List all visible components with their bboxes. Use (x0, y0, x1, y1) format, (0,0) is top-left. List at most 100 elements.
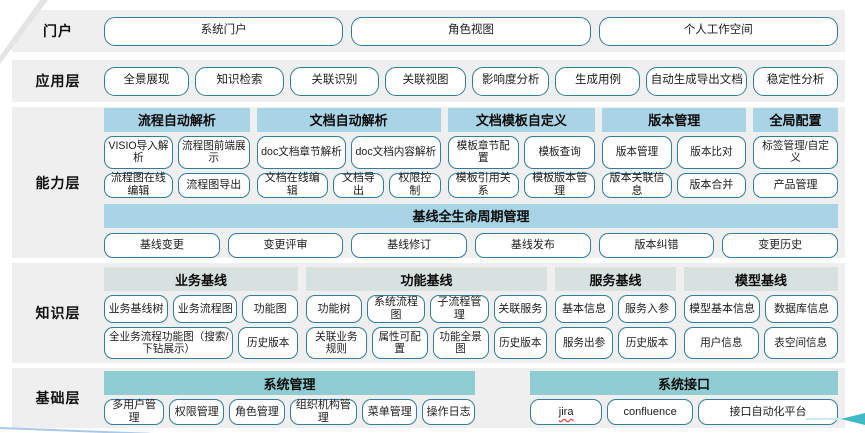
item-box: 历史版本 (618, 327, 676, 359)
layer-band-application: 应用层 全景展现 知识检索 关联识别 关联视图 影响度分析 生成用例 自动生成导… (12, 60, 845, 102)
layer-band-capability: 能力层 流程自动解析 VISIO导入解析 流程图前端展示 流程图在线编辑 流程图… (12, 107, 845, 258)
group-header: 全局配置 (753, 107, 838, 132)
left-arrow-icon (841, 413, 865, 425)
item-box: 知识检索 (195, 66, 284, 96)
item-box: 基线变更 (104, 232, 220, 258)
item-box: 基本信息 (555, 295, 613, 323)
item-box: 流程图在线编辑 (104, 172, 173, 198)
item-box: 用户信息 (684, 327, 759, 359)
item-box: 菜单管理 (362, 399, 418, 425)
item-box: 操作日志 (422, 399, 476, 425)
item-box: 变更评审 (227, 232, 344, 258)
item-box: 标签管理/自定义 (753, 135, 838, 169)
item-box: 版本纠错 (598, 232, 715, 258)
item-box: 属性可配置 (371, 327, 428, 359)
item-box: 版本关联信息 (602, 172, 672, 198)
knowledge-group: 服务基线 基本信息 服务入参 服务出参 历史版本 (555, 267, 676, 359)
item-box: 模板章节配置 (447, 135, 519, 169)
item-box: 服务出参 (555, 327, 613, 359)
layer-label: 基础层 (35, 390, 81, 406)
item-box: 组织机构管理 (289, 399, 358, 425)
layer-band-foundation: 基础层 系统管理 多用户管理 权限管理 角色管理 组织机构管理 菜单管理 操作日… (12, 368, 845, 428)
item-box: 子流程管理 (430, 295, 489, 323)
capability-group: 版本管理 版本管理 版本比对 版本关联信息 版本合并 (602, 107, 747, 198)
item-box: 功能图 (242, 295, 298, 323)
capability-group: 文档自动解析 doc文档章节解析 doc文档内容解析 文档在线编辑 文档导出 权… (256, 107, 441, 198)
item-box: 业务基线树 (104, 295, 169, 323)
item-box: 影响度分析 (472, 66, 550, 96)
layer-band-knowledge: 知识层 业务基线 业务基线树 业务流程图 功能图 全业务流程功能图（搜索/下钻展… (12, 263, 845, 363)
item-box: 流程图导出 (177, 172, 250, 198)
knowledge-group: 功能基线 功能树 系统流程图 子流程管理 关联服务 关联业务规则 属性可配置 功… (306, 267, 547, 359)
item-box: 功能树 (306, 295, 362, 323)
item-box: 产品管理 (753, 172, 838, 198)
item-box: 历史版本 (238, 327, 298, 359)
item-box: 版本比对 (676, 135, 747, 169)
knowledge-group: 业务基线 业务基线树 业务流程图 功能图 全业务流程功能图（搜索/下钻展示） 历… (104, 267, 298, 359)
item-box-jira: jira (530, 399, 603, 425)
item-box: 模板查询 (523, 135, 596, 169)
item-box: 基线发布 (475, 232, 591, 258)
item-box: 自动生成导出文档 (646, 66, 747, 96)
item-box: 权限控制 (389, 172, 441, 198)
item-box: 表空间信息 (763, 327, 838, 359)
layer-label: 知识层 (35, 305, 81, 321)
capability-group: 文档模板自定义 模板章节配置 模板查询 模板引用关系 模板版本管理 (447, 107, 596, 198)
item-box: 权限管理 (169, 399, 225, 425)
group-header: 文档自动解析 (256, 107, 441, 132)
item-box: 生成用例 (555, 66, 641, 96)
item-box: 文档在线编辑 (256, 172, 328, 198)
bottom-right-accent-line (806, 418, 865, 420)
group-header: 业务基线 (104, 267, 298, 291)
item-box: 关联业务规则 (306, 327, 367, 359)
group-header: 模型基线 (684, 267, 838, 291)
knowledge-group: 模型基线 模型基本信息 数据库信息 用户信息 表空间信息 (684, 267, 838, 359)
item-box: 模型基本信息 (684, 295, 761, 323)
item-box: 全业务流程功能图（搜索/下钻展示） (104, 327, 234, 359)
baseline-header: 基线全生命周期管理 (104, 203, 838, 228)
item-box: doc文档章节解析 (256, 135, 347, 169)
corner-cut-shape (0, 0, 40, 56)
item-box: 版本管理 (602, 135, 672, 169)
item-box: 模板引用关系 (447, 172, 519, 198)
group-header: 服务基线 (555, 267, 676, 291)
item-box: 角色管理 (229, 399, 285, 425)
jira-label: jira (558, 405, 574, 418)
item-box: 接口自动化平台 (698, 399, 838, 425)
item-box: 历史版本 (493, 327, 547, 359)
item-box: 关联服务 (493, 295, 547, 323)
item-box: 服务入参 (618, 295, 676, 323)
item-box: 角色视图 (351, 16, 591, 46)
foundation-group: 系统管理 多用户管理 权限管理 角色管理 组织机构管理 菜单管理 操作日志 (104, 371, 476, 425)
item-box: 文档导出 (332, 172, 385, 198)
item-box: doc文档内容解析 (351, 135, 441, 169)
item-box: 变更历史 (722, 232, 839, 258)
item-box: 基线修订 (351, 232, 468, 258)
group-header: 系统管理 (104, 371, 475, 395)
group-header: 流程自动解析 (104, 107, 250, 132)
capability-group: 流程自动解析 VISIO导入解析 流程图前端展示 流程图在线编辑 流程图导出 (104, 107, 250, 198)
group-header: 文档模板自定义 (447, 107, 596, 132)
group-header: 系统接口 (530, 371, 838, 395)
layer-label: 能力层 (35, 174, 81, 191)
item-box: 模板版本管理 (523, 172, 596, 198)
group-header: 版本管理 (602, 107, 747, 132)
item-box: 全景展现 (104, 66, 190, 96)
item-box: confluence (607, 399, 694, 425)
item-box: 流程图前端展示 (177, 135, 250, 169)
item-box: 多用户管理 (104, 399, 165, 425)
layer-label: 门户 (43, 23, 73, 39)
layer-label: 应用层 (35, 73, 81, 89)
item-box: 版本合并 (676, 172, 747, 198)
item-box: 关联视图 (384, 66, 467, 96)
item-box: 功能全景图 (432, 327, 489, 359)
item-box: 稳定性分析 (752, 66, 839, 96)
item-box: VISIO导入解析 (104, 135, 173, 169)
item-box: 关联识别 (289, 66, 379, 96)
group-header: 功能基线 (306, 267, 547, 291)
item-box: 个人工作空间 (598, 16, 838, 46)
item-box: 系统门户 (104, 16, 344, 46)
item-box: 数据库信息 (765, 295, 838, 323)
item-box: 系统流程图 (366, 295, 426, 323)
